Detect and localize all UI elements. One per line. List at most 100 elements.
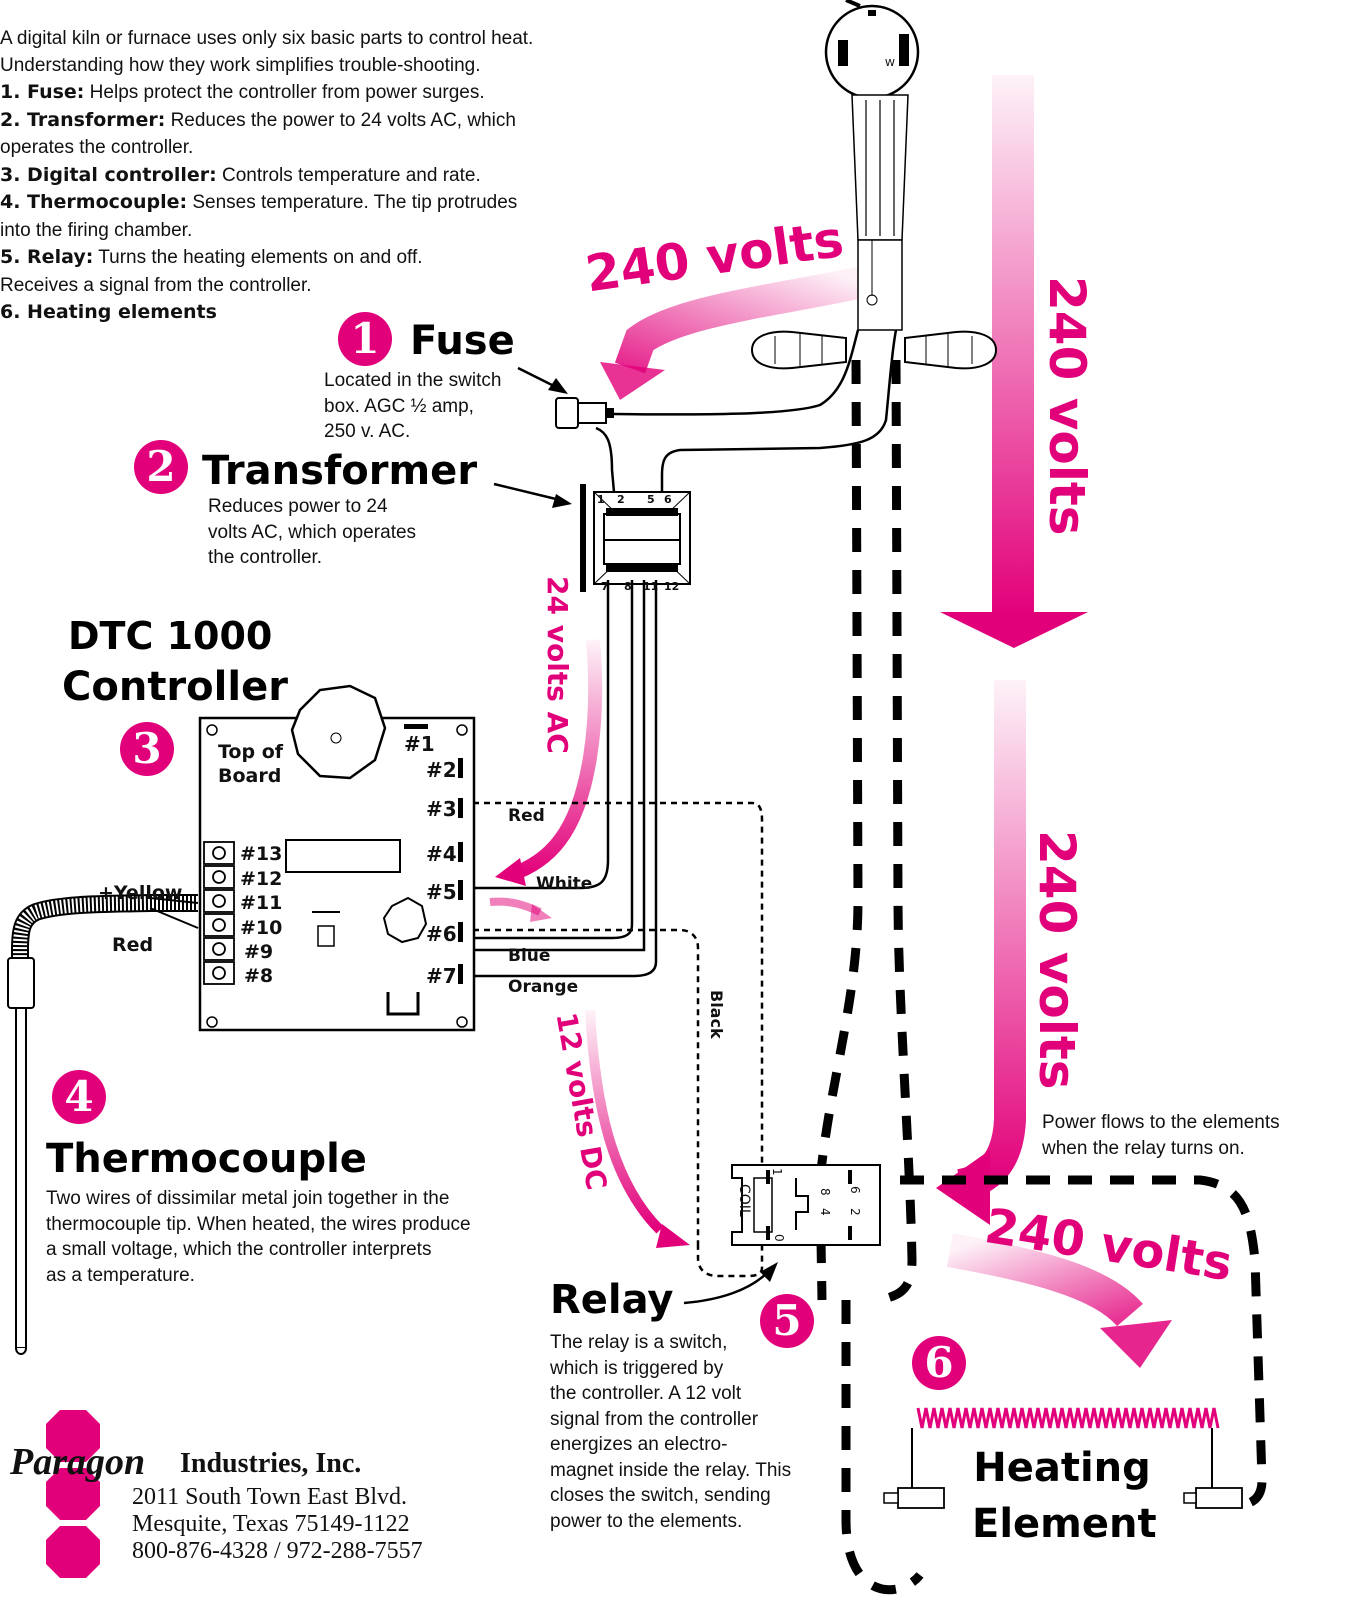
element-title-line: Element	[972, 1501, 1157, 1547]
wire-label-orange: Orange	[508, 977, 579, 997]
wire-label-yellow: +Yellow	[98, 882, 183, 904]
relay-pin-2: 2	[848, 1208, 862, 1216]
terminal-11: #11	[240, 892, 283, 914]
company-brand: Paragon	[10, 1441, 146, 1483]
power-flow-arrow-relay	[936, 680, 1026, 1225]
intro-item: 2. Transformer: Reduces the power to 24 …	[0, 108, 516, 131]
intro-item: 6. Heating elements	[0, 301, 217, 323]
relay-body	[731, 1164, 881, 1246]
paragon-logo	[46, 1410, 100, 1578]
red-wire-dotted	[462, 801, 764, 1278]
thermocouple-desc-line: a small voltage, which the controller in…	[46, 1239, 432, 1260]
wire-nut-left	[750, 330, 847, 370]
intro-item: into the firing chamber.	[0, 219, 193, 241]
power-flow-arrow-main	[940, 75, 1088, 648]
relay-desc-line: signal from the controller	[550, 1408, 759, 1430]
terminal-4: #4	[426, 842, 457, 866]
terminal-10: #10	[240, 917, 283, 939]
company-address-block: 2011 South Town East Blvd. Mesquite, Tex…	[132, 1484, 423, 1565]
heating-coil	[883, 1407, 1243, 1509]
intro-line: A digital kiln or furnace uses only six …	[0, 28, 534, 49]
power-flow-arrow-fuse	[600, 266, 866, 400]
relay-desc-line: closes the switch, sending	[550, 1485, 771, 1506]
wire-label-white: White	[536, 874, 593, 894]
intro-item: 5. Relay: Turns the heating elements on …	[0, 246, 423, 268]
intro-item: 1. Fuse: Helps protect the controller fr…	[0, 81, 485, 103]
intro-item: 3. Digital controller: Controls temperat…	[0, 163, 481, 186]
terminal-7: #7	[426, 964, 457, 988]
voltage-240-right: 240 volts	[1038, 276, 1096, 536]
company-phone: 800-876-4328 / 972-288-7557	[132, 1538, 423, 1564]
wire-label-red: Red	[508, 806, 545, 826]
relay-pin-6: 6	[848, 1186, 862, 1194]
intro-item: Receives a signal from the controller.	[0, 274, 312, 296]
thermocouple-desc-line: Two wires of dissimilar metal join toget…	[46, 1188, 450, 1209]
callout-arrows	[493, 366, 778, 1305]
controller-number-badge: 3	[120, 722, 174, 776]
board-label: Top of Board	[218, 740, 283, 788]
relay-desc-line: magnet inside the relay. This	[550, 1459, 792, 1481]
supply-wires	[595, 329, 898, 493]
terminal-2: #2	[426, 758, 457, 782]
relay-pin-4: 4	[818, 1208, 832, 1216]
power-outlet: W	[824, 0, 920, 100]
relay-description: The relay is a switch, which is triggere…	[550, 1330, 791, 1534]
fuse-desc-line: 250 v. AC.	[324, 421, 411, 442]
board-label-line: Top of	[218, 741, 284, 763]
wire-label-tc-red: Red	[112, 934, 154, 956]
power-cord	[851, 94, 909, 331]
relay-pin-1: 1	[770, 1168, 784, 1176]
relay-desc-line: which is triggered by	[550, 1357, 724, 1379]
transformer-pin-2: 2	[617, 493, 625, 506]
voltage-24vac: 24 volts AC	[541, 576, 574, 754]
element-number-badge: 6	[912, 1336, 966, 1390]
transformer-pin-1: 1	[597, 493, 605, 506]
intro-item: operates the controller.	[0, 137, 194, 158]
thermocouple-title: Thermocouple	[46, 1136, 367, 1182]
fuse-description: Located in the switch box. AGC ½ amp, 25…	[324, 368, 501, 445]
intro-line: Understanding how they work simplifies t…	[0, 54, 481, 76]
signal-arrow-6	[489, 897, 552, 922]
company-city: Mesquite, Texas 75149-1122	[132, 1511, 410, 1537]
thermocouple-probe	[7, 894, 199, 1355]
relay-desc-line: energizes an electro-	[550, 1434, 728, 1455]
thermocouple-desc-line: as a temperature.	[46, 1264, 195, 1286]
controller-title-line1: DTC 1000	[68, 614, 273, 658]
thermocouple-number-badge: 4	[52, 1070, 106, 1124]
fuse-desc-line: Located in the switch	[324, 370, 502, 391]
transformer-pin-5: 5	[647, 493, 655, 506]
terminal-9: #9	[244, 941, 274, 963]
transformer-desc-line: Reduces power to 24	[208, 496, 388, 517]
signal-arrow-24vac	[495, 639, 603, 886]
transformer-pin-7: 7	[601, 580, 609, 593]
transformer-title: Transformer	[202, 448, 478, 494]
intro-item: 4. Thermocouple: Senses temperature. The…	[0, 191, 518, 213]
transformer-output-wires	[462, 580, 658, 978]
transformer-pin-6: 6	[664, 493, 672, 506]
terminal-13: #13	[240, 843, 283, 865]
terminal-5: #5	[426, 880, 457, 904]
svg-text:W: W	[885, 58, 895, 69]
relay-pin-0: 0	[772, 1234, 786, 1242]
relay-pin-8: 8	[818, 1188, 832, 1196]
terminal-3: #3	[426, 797, 457, 821]
relay-number-badge: 5	[760, 1294, 814, 1348]
power-note-line: when the relay turns on.	[1042, 1137, 1245, 1159]
relay-title: Relay	[550, 1277, 674, 1323]
transformer-pin-11: 11	[643, 580, 659, 593]
voltage-240-mid: 240 volts	[1028, 830, 1086, 1090]
relay-coil-label: COIL	[736, 1184, 752, 1217]
transformer-pin-8: 8	[624, 580, 632, 593]
relay-desc-line: power to the elements.	[550, 1510, 743, 1532]
terminal-1: #1	[404, 732, 435, 756]
terminal-12: #12	[240, 868, 283, 890]
relay-desc-line: The relay is a switch,	[550, 1332, 728, 1353]
transformer-pin-12: 12	[664, 580, 680, 593]
fuse-number-badge: 1	[338, 312, 392, 366]
element-title: Heating Element	[972, 1440, 1157, 1552]
element-title-line: Heating	[973, 1445, 1151, 1491]
thermocouple-description: Two wires of dissimilar metal join toget…	[46, 1186, 471, 1288]
thermocouple-desc-line: thermocouple tip. When heated, the wires…	[46, 1213, 471, 1235]
company-name: Industries, Inc.	[180, 1448, 362, 1479]
transformer-desc-line: volts AC, which operates	[208, 521, 417, 543]
